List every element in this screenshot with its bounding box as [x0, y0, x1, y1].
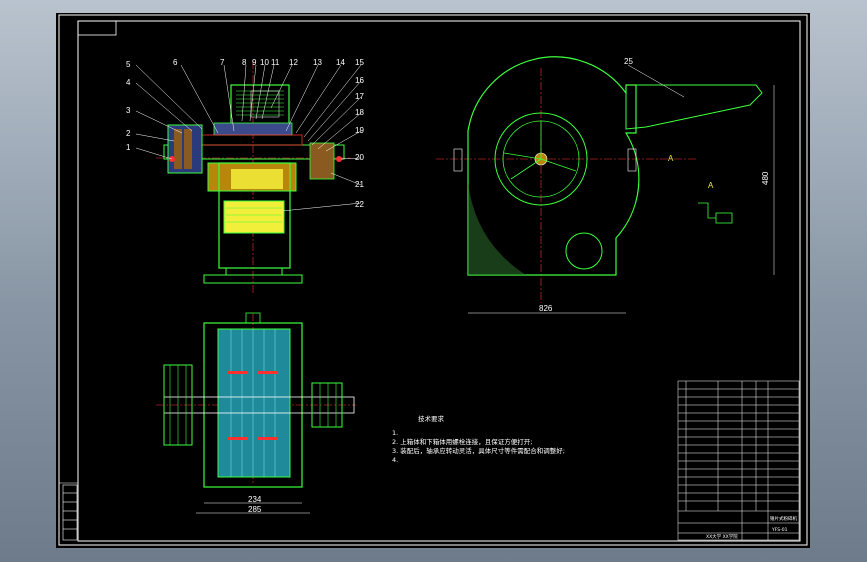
side-view: 25 A A 826 480: [436, 56, 775, 314]
tech-requirement-4: 4.: [392, 456, 398, 464]
side-view-height-dimension: 480: [761, 171, 770, 185]
drawing-name: 锤片式粉碎机: [770, 515, 797, 522]
side-view-base-dimension: 826: [539, 304, 553, 313]
plan-view-width-dimension-1: 234: [248, 495, 262, 504]
part-label-20: 20: [355, 153, 364, 162]
plan-view-width-dimension-2: 285: [248, 505, 262, 514]
tech-requirements-heading: 技术要求: [418, 414, 445, 423]
part-label-16: 16: [355, 76, 364, 85]
section-mark-a: A: [708, 181, 714, 190]
part-label-13: 13: [313, 58, 322, 67]
part-label-12: 12: [289, 58, 298, 67]
part-label-3: 3: [126, 106, 131, 115]
part-label-5: 5: [126, 60, 131, 69]
part-label-21: 21: [355, 180, 364, 189]
part-label-15: 15: [355, 58, 364, 67]
part-label-11: 11: [271, 58, 280, 67]
revision-stub-table: [62, 484, 78, 541]
technical-requirements: 技术要求 1. 2. 上箱体和下箱体用螺栓连接，且保证方便打开; 3. 装配后，…: [392, 414, 565, 464]
part-label-2: 2: [126, 129, 131, 138]
top-plan-view: 234 285: [156, 312, 356, 514]
part-label-19: 19: [355, 126, 364, 135]
part-label-1: 1: [126, 143, 131, 152]
cad-drawing: 1 2 3 4 5 6 7 8 9 10 11 12 13 14 15 16 1…: [58, 14, 808, 546]
part-label-4: 4: [126, 78, 131, 87]
drawing-border: [58, 14, 808, 546]
tech-requirement-1: 1.: [392, 429, 398, 437]
part-label-10: 10: [260, 58, 269, 67]
front-section-view: 1 2 3 4 5 6 7 8 9 10 11 12 13 14 15 16 1…: [126, 58, 364, 295]
part-label-14: 14: [336, 58, 345, 67]
school-name: XX大学 XX学院: [706, 533, 738, 540]
arrow-mark-a: A: [668, 154, 674, 163]
tech-requirement-2: 2. 上箱体和下箱体用螺栓连接，且保证方便打开;: [392, 437, 532, 446]
title-block: [677, 380, 800, 541]
part-label-25: 25: [624, 57, 633, 66]
part-label-17: 17: [355, 92, 364, 101]
part-label-18: 18: [355, 108, 364, 117]
part-label-22: 22: [355, 200, 364, 209]
drawing-sheet: 1 2 3 4 5 6 7 8 9 10 11 12 13 14 15 16 1…: [56, 13, 810, 548]
part-label-6: 6: [173, 58, 178, 67]
part-label-9: 9: [252, 58, 257, 67]
tech-requirement-3: 3. 装配后，轴承应转动灵活，具体尺寸等件需配合和调整好;: [392, 446, 565, 455]
part-label-7: 7: [220, 58, 225, 67]
drawing-number: YFS-01: [771, 527, 788, 533]
part-label-8: 8: [242, 58, 247, 67]
